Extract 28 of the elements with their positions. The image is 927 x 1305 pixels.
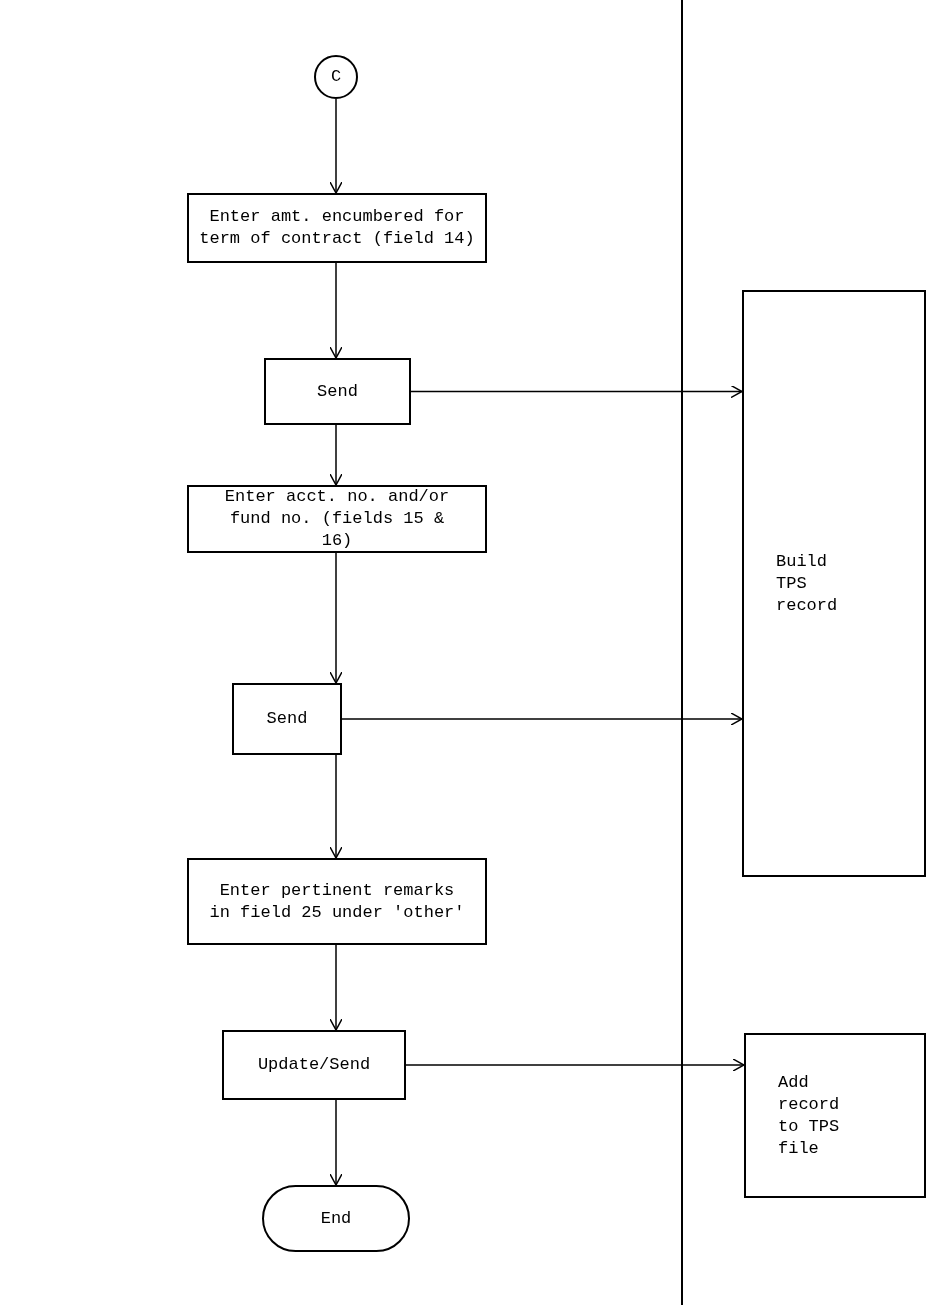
arrow	[329, 1099, 343, 1186]
node-label: Enter acct. no. and/or fund no. (fields 15 & 16)	[223, 486, 451, 552]
arrow	[329, 424, 343, 486]
arrow	[341, 712, 743, 726]
arrow	[410, 384, 743, 399]
arrow	[405, 1058, 745, 1072]
node-label: Build TPS record	[776, 550, 839, 617]
arrow	[329, 552, 343, 684]
node-label: Enter amt. encumbered for term of contract (field 14)	[198, 206, 476, 250]
arrow	[329, 98, 343, 194]
node-label: Send	[317, 380, 358, 403]
process-box	[232, 683, 342, 755]
process-box	[264, 358, 411, 425]
node-label: Send	[266, 708, 308, 730]
node-label: Update/Send	[257, 1054, 371, 1076]
process-box	[187, 858, 487, 945]
arrow	[329, 944, 343, 1031]
node-label: Enter pertinent remarks in field 25 under 'other'	[208, 879, 466, 924]
process-box	[187, 193, 487, 263]
arrow	[329, 262, 343, 359]
process-box	[222, 1030, 406, 1100]
process-box	[187, 485, 487, 553]
process-box	[742, 290, 926, 877]
node-label: Add record to TPS file	[778, 1071, 841, 1160]
node-label: C	[330, 66, 342, 88]
process-box	[744, 1033, 926, 1198]
arrow	[329, 754, 343, 859]
node-label: End	[320, 1207, 352, 1230]
